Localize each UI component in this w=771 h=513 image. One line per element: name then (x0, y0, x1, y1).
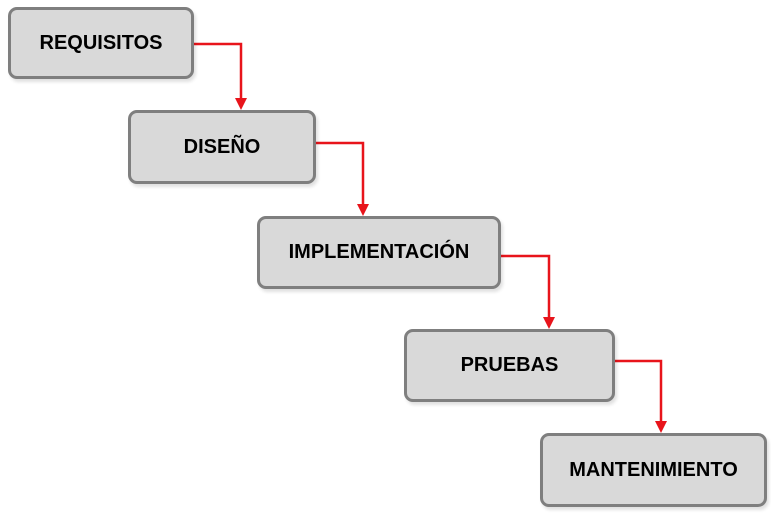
stage-pruebas: PRUEBAS (404, 329, 615, 402)
stage-requisitos: REQUISITOS (8, 7, 194, 79)
arrowhead-icon (543, 317, 555, 329)
connector-implementacion-pruebas (501, 254, 555, 329)
stage-implementacion: IMPLEMENTACIÓN (257, 216, 501, 289)
arrowhead-icon (235, 98, 247, 110)
stage-label: DISEÑO (183, 135, 261, 158)
arrowhead-icon (357, 204, 369, 216)
stage-label: REQUISITOS (39, 31, 163, 54)
stage-label: MANTENIMIENTO (569, 458, 738, 481)
connector-diseno-implementacion (316, 141, 369, 216)
stage-mantenimiento: MANTENIMIENTO (540, 433, 767, 507)
stage-label: PRUEBAS (460, 354, 559, 376)
stage-label: IMPLEMENTACIÓN (288, 241, 470, 263)
arrowhead-icon (655, 421, 667, 433)
connector-requisitos-diseno (194, 42, 247, 110)
stage-diseno: DISEÑO (128, 110, 316, 184)
connector-pruebas-mantenimiento (615, 359, 667, 433)
